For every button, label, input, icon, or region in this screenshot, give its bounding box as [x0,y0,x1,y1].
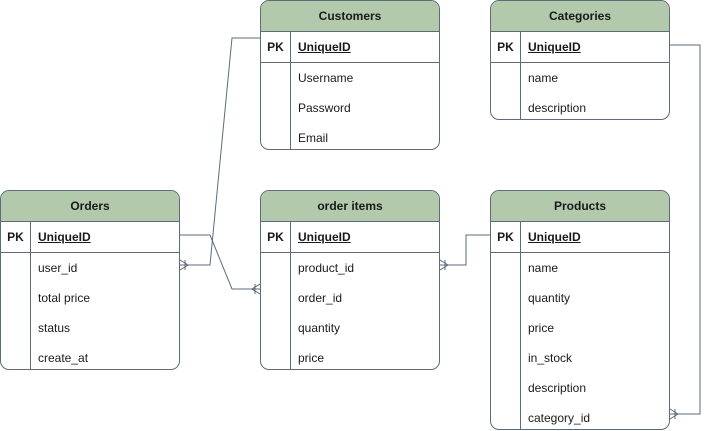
entity-order-items[interactable]: order items PK UniqueID product_id order… [260,190,440,370]
primary-key-row: PK UniqueID [261,222,439,253]
field-description: description [528,101,587,115]
pk-field: UniqueID [298,230,351,244]
link-orders-orderitems [180,234,260,290]
crowfoot-orderitems-product-id [439,259,449,271]
crowfoot-orders-user-id [179,259,189,271]
pk-field: UniqueID [38,230,91,244]
entity-title: order items [261,191,439,222]
field-password: Password [298,101,351,115]
pk-label: PK [261,222,291,252]
link-products-orderitems [440,234,490,266]
pk-label: PK [261,32,291,62]
entity-title: Orders [1,191,179,222]
pk-field: UniqueID [528,40,581,54]
primary-key-row: PK UniqueID [491,32,669,63]
field-user-id: user_id [38,261,78,275]
field-quantity: quantity [298,321,341,335]
field-total-price: total price [38,291,91,305]
pk-field: UniqueID [298,40,351,54]
primary-key-row: PK UniqueID [1,222,179,253]
crowfoot-products-category-id [669,408,679,420]
field-price: price [298,351,325,365]
field-email: Email [298,131,329,145]
entity-categories[interactable]: Categories PK UniqueID name description [490,0,670,120]
entity-products[interactable]: Products PK UniqueID name quantity price… [490,190,670,430]
field-name: name [528,71,559,85]
crowfoot-orderitems-order-id [251,283,261,295]
entity-title: Categories [491,1,669,32]
pk-field: UniqueID [528,230,581,244]
field-quantity: quantity [528,291,571,305]
primary-key-row: PK UniqueID [261,32,439,63]
link-customers-orders [180,37,260,266]
primary-key-row: PK UniqueID [491,222,669,253]
field-username: Username [298,71,354,85]
pk-label: PK [491,32,521,62]
field-category-id: category_id [528,411,591,425]
link-categories-products [670,44,701,415]
entity-customers[interactable]: Customers PK UniqueID Username Password … [260,0,440,150]
field-in-stock: in_stock [528,351,573,365]
field-price: price [528,321,555,335]
field-order-id: order_id [298,291,343,305]
field-name: name [528,261,559,275]
entity-title: Products [491,191,669,222]
entity-orders[interactable]: Orders PK UniqueID user_id total price s… [0,190,180,370]
field-status: status [38,321,71,335]
field-description: description [528,381,587,395]
pk-label: PK [1,222,31,252]
field-create-at: create_at [38,351,89,365]
field-product-id: product_id [298,261,355,275]
pk-label: PK [491,222,521,252]
entity-title: Customers [261,1,439,32]
